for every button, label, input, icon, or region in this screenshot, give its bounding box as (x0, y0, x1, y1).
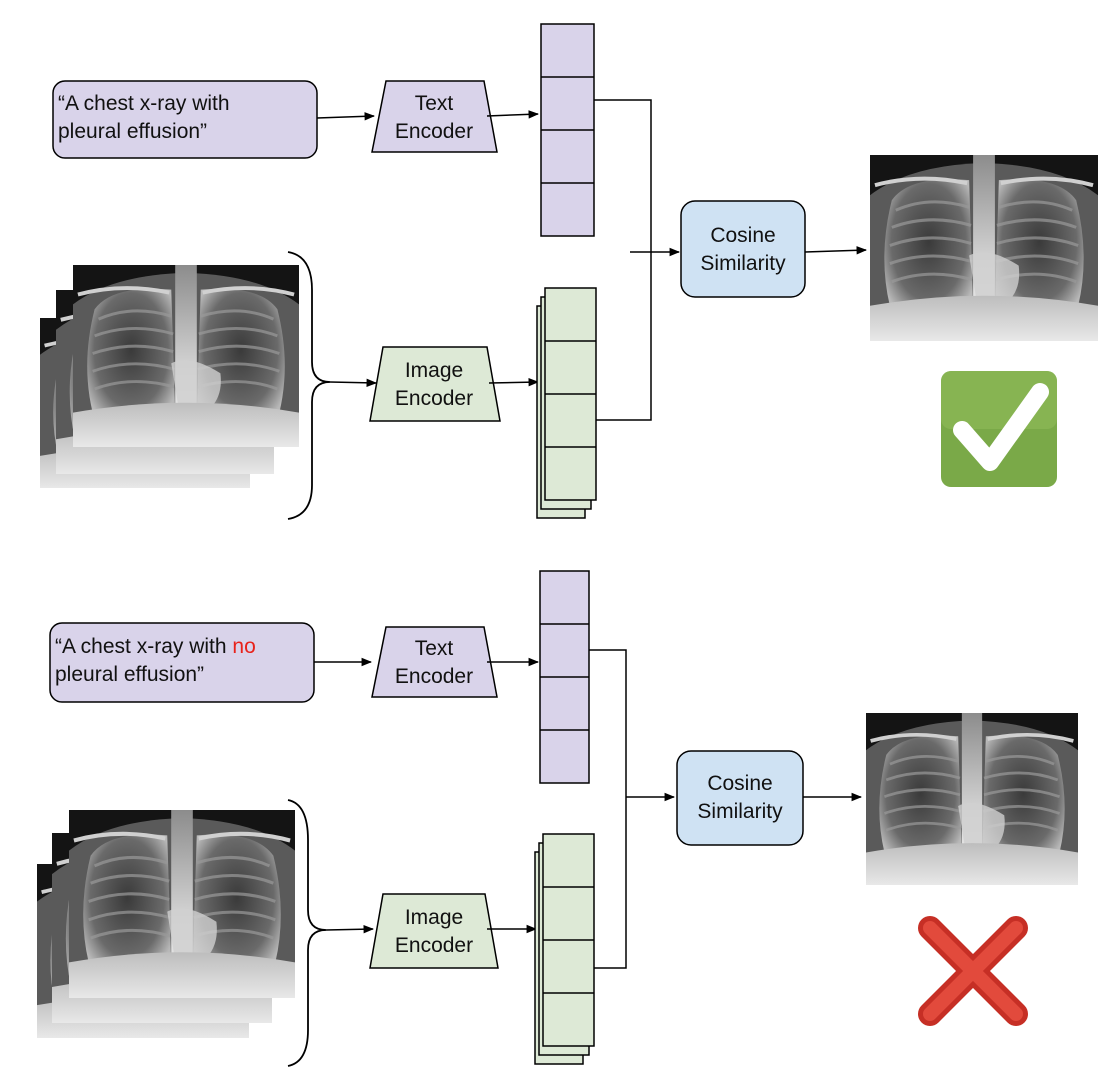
arrow-prompt-to-text-encoder (316, 112, 376, 121)
result-xray-image (866, 713, 1078, 885)
similarity-line2: Similarity (700, 252, 786, 275)
embedding-connector (594, 99, 652, 421)
text-encoder-line1: Text (415, 637, 454, 660)
prompt-line1: “A chest x-ray with no (55, 635, 256, 658)
panel-match: “A chest x-ray with pleural effusion” Te… (40, 23, 1098, 520)
image-encoder-line1: Image (405, 359, 463, 382)
image-embedding-stack (534, 833, 595, 1065)
similarity-line1: Cosine (710, 224, 775, 247)
cosine-similarity-box: Cosine Similarity (680, 200, 806, 298)
text-prompt-box: “A chest x-ray with pleural effusion” (52, 80, 318, 159)
prompt-line2: pleural effusion” (55, 663, 204, 686)
panel-no-match: “A chest x-ray with no pleural effusion”… (37, 570, 1078, 1067)
xray-image-stack (40, 265, 299, 488)
text-encoder-line2: Encoder (395, 665, 473, 688)
xray-image-stack (37, 810, 295, 1038)
image-encoder: Image Encoder (369, 346, 501, 422)
arrow-image-encoder-to-embeddings (488, 377, 540, 387)
result-xray-image (870, 155, 1098, 341)
arrow-to-result-image (804, 246, 868, 255)
similarity-line2: Similarity (697, 800, 783, 823)
prompt-line2: pleural effusion” (58, 120, 207, 143)
check-mark-icon (941, 371, 1057, 487)
cosine-similarity-box: Cosine Similarity (676, 750, 804, 846)
image-embedding-stack (536, 287, 597, 519)
image-encoder: Image Encoder (369, 893, 499, 969)
arrow-images-to-image-encoder (329, 378, 378, 387)
image-encoder-line2: Encoder (395, 387, 473, 410)
cross-mark-icon (918, 916, 1028, 1026)
text-encoder-line1: Text (415, 92, 454, 115)
similarity-line1: Cosine (707, 772, 772, 795)
text-embedding-vector (539, 570, 590, 784)
image-encoder-line1: Image (405, 906, 463, 929)
arrow-text-encoder-to-embedding (486, 110, 540, 119)
prompt-line1: “A chest x-ray with (58, 92, 230, 115)
text-embedding-vector (540, 23, 595, 237)
arrow-images-to-image-encoder (325, 925, 375, 934)
text-prompt-box: “A chest x-ray with no pleural effusion” (49, 622, 315, 703)
image-encoder-line2: Encoder (395, 934, 473, 957)
negation-word: no (232, 635, 255, 658)
text-encoder: Text Encoder (371, 80, 498, 153)
text-encoder: Text Encoder (371, 626, 498, 698)
embedding-connector (589, 649, 627, 969)
text-encoder-line2: Encoder (395, 120, 473, 143)
